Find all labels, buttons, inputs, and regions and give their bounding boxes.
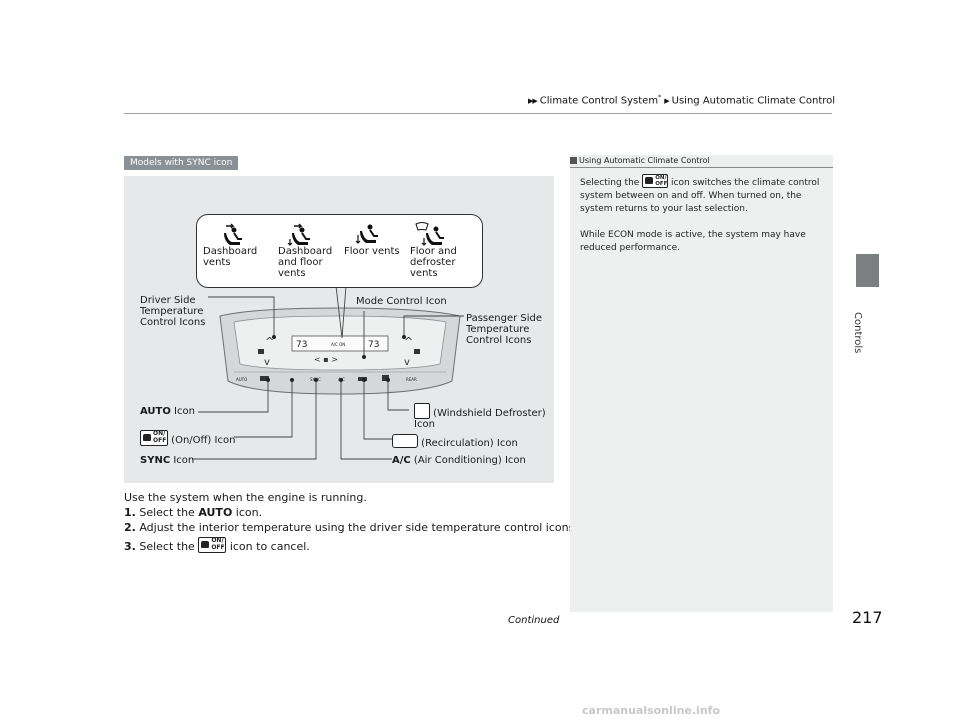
leader-lines (192, 285, 464, 460)
fan-speed-icon[interactable]: < ▪ > (314, 355, 338, 364)
label-floor-vents: Floor vents (344, 246, 400, 257)
dashboard-vents-icon (224, 223, 242, 245)
passenger-seat-heat-icon[interactable] (414, 349, 420, 354)
header-divider (124, 113, 832, 114)
panel-ac-on: A/C ON (331, 342, 345, 347)
driver-temp-up-icon[interactable]: ^ (265, 335, 274, 348)
label-dashboard-vents: Dashboard vents (203, 246, 258, 268)
chapter-tab (856, 254, 879, 287)
dashboard-floor-vents-icon (287, 223, 310, 246)
label-floor-defroster-vents: Floor and defroster vents (410, 246, 457, 279)
panel-left-temp: 73 (296, 340, 307, 350)
figure-diagram: 73 A/C ON 73 ^ ^ v v < ▪ > AUTO SYNC A/C… (192, 285, 464, 460)
onoff-icon: ON/OFF (198, 537, 227, 553)
callout-driver-temp: Driver Side Temperature Control Icons (140, 295, 206, 328)
callout-auto: AUTO Icon (140, 406, 195, 417)
breadcrumb-section[interactable]: Climate Control System (539, 95, 659, 107)
callout-sync: SYNC Icon (140, 455, 195, 466)
panel-right-temp: 73 (368, 340, 379, 350)
passenger-temp-down-icon[interactable]: v (404, 357, 410, 368)
breadcrumb-subsection[interactable]: Using Automatic Climate Control (671, 95, 836, 107)
footnote-marker: * (658, 94, 662, 101)
step-3: 3. Select the ON/OFF icon to cancel. (124, 537, 310, 553)
defroster-icon (414, 403, 430, 419)
callout-defroster: (Windshield Defroster)Icon (414, 403, 546, 430)
callout-passenger-temp: Passenger Side Temperature Control Icons (466, 313, 543, 346)
step-2: 2. Adjust the interior temperature using… (124, 521, 578, 534)
control-panel: 73 A/C ON 73 ^ ^ v v < ▪ > AUTO SYNC A/C… (219, 307, 461, 395)
note-marker-icon (570, 157, 577, 164)
breadcrumb-arrow-icon: ▶ (664, 97, 669, 106)
callout-ac: A/C (Air Conditioning) Icon (392, 455, 526, 466)
recirculation-icon (392, 434, 418, 448)
floor-vents-icon (355, 224, 378, 244)
panel-defrost-button[interactable] (382, 375, 389, 381)
driver-temp-down-icon[interactable]: v (264, 357, 270, 368)
model-tag: Models with SYNC icon (124, 156, 239, 170)
callout-recirculation: (Recirculation) Icon (392, 434, 518, 449)
panel-auto-button[interactable]: AUTO (236, 377, 247, 382)
breadcrumb: ▶▶Climate Control System* ▶Using Automat… (528, 94, 835, 106)
leader-dots (266, 335, 406, 382)
note-panel (570, 155, 833, 612)
breadcrumb-arrow-icon: ▶▶ (528, 97, 538, 106)
page-number: 217 (852, 608, 883, 627)
mode-icons (224, 222, 444, 246)
onoff-icon: ON/OFF (140, 430, 168, 446)
watermark: carmanualsonline.info (582, 704, 720, 717)
panel-onoff-button[interactable] (260, 376, 269, 381)
label-dashboard-floor-vents: Dashboard and floor vents (278, 246, 333, 279)
callout-mode-control: Mode Control Icon (356, 296, 447, 307)
panel-rear-button[interactable]: REAR (406, 377, 417, 382)
mode-popup (196, 214, 483, 288)
driver-seat-heat-icon[interactable] (258, 349, 264, 354)
intro-text: Use the system when the engine is runnin… (124, 491, 367, 504)
floor-defroster-vents-icon (415, 222, 444, 246)
note-paragraph-2: While ECON mode is active, the system ma… (580, 230, 806, 253)
passenger-temp-up-icon[interactable]: ^ (404, 335, 413, 348)
onoff-icon: ON/OFF (642, 174, 669, 188)
continued-label: Continued (508, 615, 560, 626)
callout-onoff: ON/OFF (On/Off) Icon (140, 430, 235, 446)
step-1: 1. Select the AUTO icon. (124, 506, 263, 519)
note-heading: Using Automatic Climate Control (570, 156, 833, 168)
chapter-tab-label: Controls (852, 312, 863, 354)
note-paragraph-1: Selecting the ON/OFF icon switches the c… (580, 174, 820, 214)
